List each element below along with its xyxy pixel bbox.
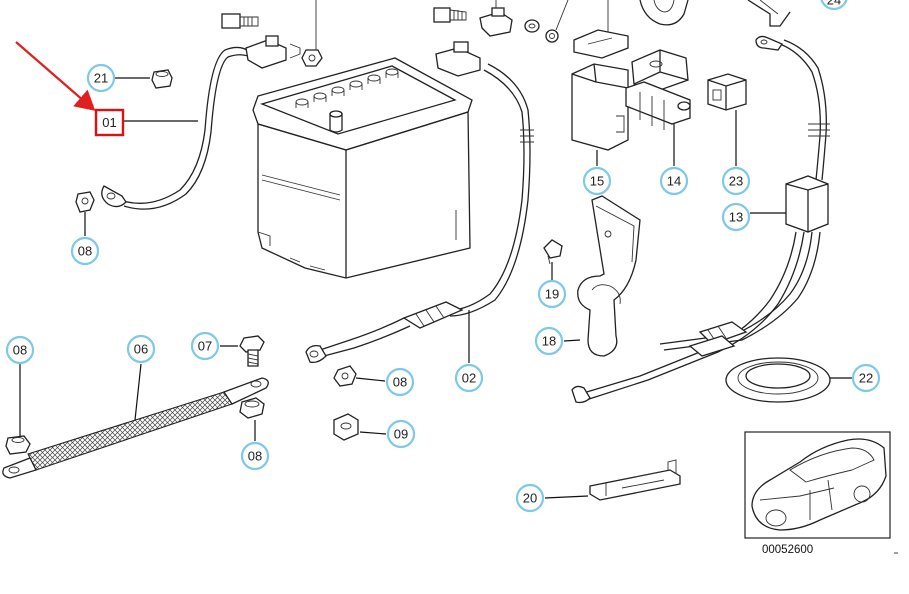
part-06-strap: [2, 377, 269, 479]
cable-01: [101, 35, 301, 210]
battery: [252, 57, 473, 279]
part-22-grommet: [725, 357, 831, 403]
svg-text:23: 23: [729, 174, 743, 189]
part-08-nut-a: [75, 191, 95, 213]
svg-text:02: 02: [462, 371, 476, 386]
leader-lines: [19, 77, 852, 499]
callout-02[interactable]: 02: [454, 363, 484, 393]
part-21-nut: [151, 69, 173, 89]
vehicle-inset: [744, 431, 891, 539]
part-13-harness: [571, 35, 830, 404]
svg-text:19: 19: [545, 287, 559, 302]
svg-text:20: 20: [523, 491, 537, 506]
callout-06[interactable]: 06: [126, 334, 156, 364]
callout-21[interactable]: 21: [86, 63, 116, 93]
top-hardware: [221, 0, 791, 67]
callout-08-b[interactable]: 08: [385, 367, 415, 397]
svg-text:08: 08: [78, 244, 92, 259]
svg-text:22: 22: [859, 371, 873, 386]
svg-text:01: 01: [102, 115, 116, 130]
callout-09[interactable]: 09: [386, 419, 416, 449]
svg-text:14: 14: [667, 174, 681, 189]
part-19-clip: [543, 239, 563, 265]
svg-text:08: 08: [248, 449, 262, 464]
callout-14[interactable]: 14: [659, 166, 689, 196]
callout-19[interactable]: 19: [537, 279, 567, 309]
cable-02: [305, 41, 534, 364]
svg-text:08: 08: [13, 343, 27, 358]
part-08-nut-d: [333, 365, 357, 387]
callout-01-highlighted[interactable]: 01: [94, 108, 125, 137]
part-18-bracket: [577, 195, 641, 357]
svg-text:15: 15: [590, 174, 604, 189]
callout-24[interactable]: 24: [820, 0, 848, 11]
svg-text:07: 07: [198, 339, 212, 354]
callout-08-a[interactable]: 08: [70, 236, 100, 266]
svg-text:06: 06: [134, 342, 148, 357]
svg-text:08: 08: [393, 375, 407, 390]
svg-text:09: 09: [394, 427, 408, 442]
callout-18[interactable]: 18: [534, 326, 564, 356]
callout-23[interactable]: 23: [721, 166, 751, 196]
part-15-cover: [571, 63, 629, 151]
part-07-bolt: [239, 335, 265, 367]
callout-20[interactable]: 20: [515, 483, 545, 513]
part-08-nut-c: [239, 397, 265, 419]
part-08-nut-b: [5, 435, 31, 455]
svg-text:13: 13: [729, 210, 743, 225]
part-20-connector: [589, 459, 681, 501]
svg-text:21: 21: [94, 71, 108, 86]
callout-15[interactable]: 15: [582, 166, 612, 196]
part-23-block: [707, 73, 747, 111]
svg-text:18: 18: [542, 334, 556, 349]
part-14-bracket: [625, 49, 691, 130]
callout-08-c[interactable]: 08: [5, 335, 35, 365]
callout-08-d[interactable]: 08: [240, 441, 270, 471]
part-09-nut: [333, 413, 359, 441]
reference-number: 00052600: [762, 544, 813, 556]
svg-text:24: 24: [827, 0, 841, 8]
callout-13[interactable]: 13: [721, 202, 751, 232]
highlight-arrow-icon: [15, 41, 96, 111]
callout-07[interactable]: 07: [190, 331, 220, 361]
callout-22[interactable]: 22: [851, 363, 881, 393]
